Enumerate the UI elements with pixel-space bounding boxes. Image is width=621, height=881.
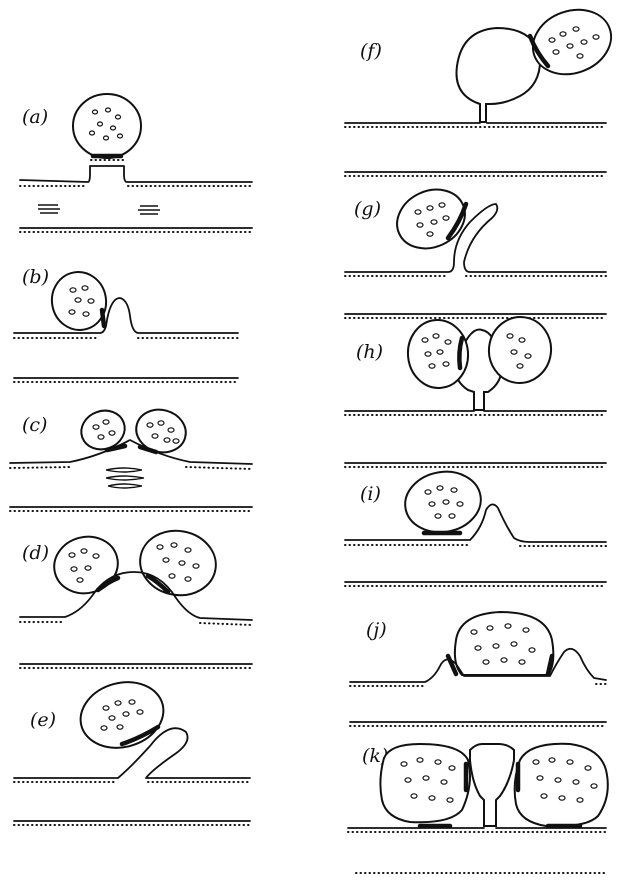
postsynaptic-membrane-b — [14, 298, 238, 333]
presynaptic-terminal-c-right — [131, 404, 190, 458]
panel-g: (g) — [345, 179, 606, 318]
panel-e: (e) — [14, 673, 250, 825]
panel-d: (d) — [20, 525, 252, 668]
postsynaptic-membrane-g — [345, 204, 606, 272]
panel-label-g: (g) — [354, 198, 381, 220]
synaptic-density-h — [459, 338, 462, 368]
panel-label-b: (b) — [22, 266, 49, 288]
panel-label-e: (e) — [30, 709, 56, 731]
postsynaptic-membrane-d — [20, 572, 252, 620]
panel-c: (c) — [10, 404, 252, 511]
presynaptic-terminal-k-left — [380, 744, 470, 822]
panel-j: (j) — [350, 612, 606, 726]
panel-k: (k) — [348, 744, 608, 873]
postsynaptic-membrane-c — [10, 440, 252, 464]
panel-label-i: (i) — [360, 483, 381, 505]
panel-label-c: (c) — [22, 414, 47, 436]
presynaptic-terminal-j — [455, 612, 553, 675]
postsynaptic-spine-f — [456, 28, 540, 122]
panel-label-d: (d) — [22, 542, 49, 564]
organelles-c — [106, 468, 144, 488]
presynaptic-terminal-d-right — [135, 525, 221, 601]
panel-f: (f) — [345, 0, 620, 176]
panel-h: (h) — [345, 313, 606, 467]
panel-b: (b) — [14, 266, 238, 382]
postsynaptic-spine-k — [470, 744, 514, 826]
presynaptic-terminal-a — [73, 94, 141, 158]
organelles-a — [38, 205, 160, 214]
panel-label-h: (h) — [356, 341, 383, 363]
presynaptic-terminal-d-left — [48, 530, 124, 601]
panel-label-f: (f) — [360, 40, 382, 62]
synaptic-density-b — [102, 310, 104, 326]
panel-a: (a) — [20, 94, 252, 232]
postsynaptic-membrane-a — [20, 166, 252, 182]
panel-label-a: (a) — [22, 106, 48, 128]
panel-i: (i) — [345, 466, 606, 586]
panel-label-j: (j) — [366, 619, 387, 641]
